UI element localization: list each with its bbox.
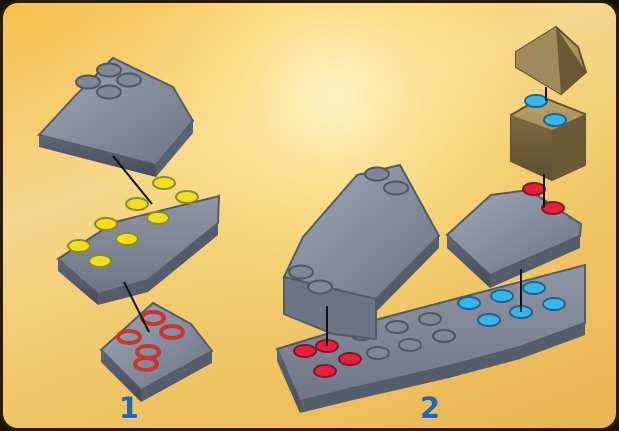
step-2-tan-brick xyxy=(510,94,586,182)
step-2-label: 2 xyxy=(419,391,441,425)
step-1-guide-lines xyxy=(112,155,153,333)
step-1-label: 1 xyxy=(118,391,140,425)
step-1-top-slope-studs xyxy=(75,62,142,100)
step-1-middle-plate xyxy=(56,176,221,305)
blue-studs-step-2 xyxy=(457,281,566,327)
step-2-tan-roof-piece xyxy=(515,25,588,96)
step-1-top-slope-brick xyxy=(37,56,195,177)
step-2-left-slope-studs xyxy=(288,166,409,295)
step-2-left-slope-brick xyxy=(282,163,441,341)
yellow-studs xyxy=(67,176,199,268)
step-2-guide-lines xyxy=(326,87,547,346)
blue-studs-tan-brick xyxy=(524,94,567,127)
step-2-right-slope-brick xyxy=(445,182,583,288)
step-1-bottom-slope-brick xyxy=(99,301,214,402)
lego-instruction-diagram xyxy=(37,25,588,413)
